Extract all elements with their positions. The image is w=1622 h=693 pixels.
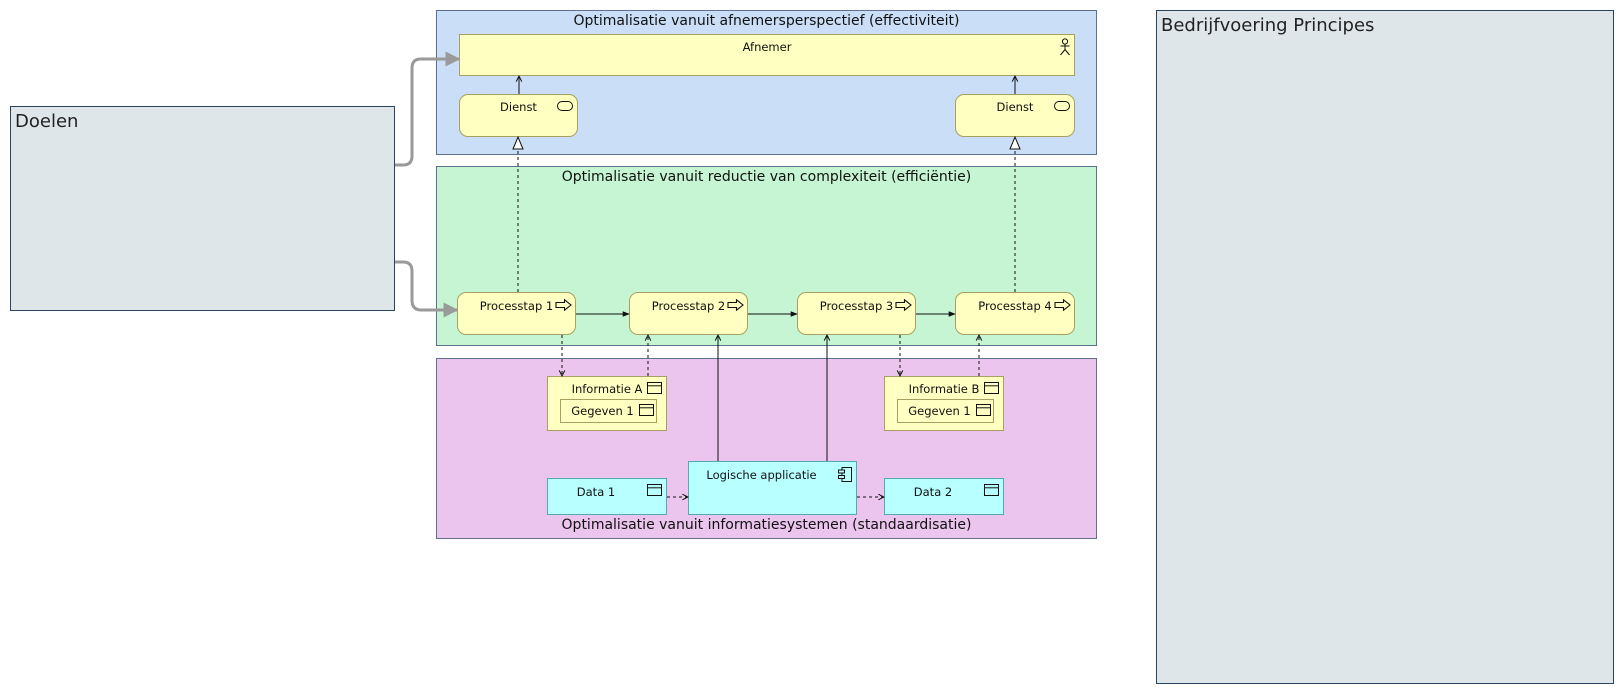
process-step-4[interactable]: Processtap 4 [955,292,1075,335]
service-dienst-left[interactable]: Dienst [459,94,578,137]
data-object-icon [984,484,999,496]
business-object-icon [647,382,662,394]
service-icon [1054,101,1070,111]
service-icon [557,101,573,111]
actor-label: Afnemer [742,40,792,54]
process-step-1[interactable]: Processtap 1 [457,292,576,335]
service-right-label: Dienst [996,100,1034,114]
process-4-label: Processtap 4 [978,299,1052,313]
business-object-icon [639,404,654,416]
data-1-label: Data 1 [576,485,616,499]
actor-afnemer[interactable]: Afnemer [459,34,1075,76]
group-consumer-title: Optimalisatie vanuit afnemersperspectief… [573,13,960,29]
goals-title: Doelen [15,111,79,132]
info-b-label: Informatie B [908,382,980,396]
data-object-icon [647,484,662,496]
application-component-logische-applicatie[interactable]: Logische applicatie [688,461,857,515]
process-3-label: Processtap 3 [819,299,894,313]
process-arrow-icon [727,299,744,311]
principles-panel[interactable]: Bedrijfvoering Principes [1156,10,1614,684]
business-object-gegeven-1[interactable]: Gegeven 1 [560,399,657,423]
process-step-2[interactable]: Processtap 2 [629,292,748,335]
info-a-child-label: Gegeven 1 [571,404,634,418]
goals-panel[interactable]: Doelen [10,106,395,311]
group-infosys-title: Optimalisatie vanuit informatiesystemen … [561,517,972,533]
principles-title: Bedrijfvoering Principes [1161,15,1375,36]
business-object-informatie-b[interactable]: Informatie B Gegeven 1 [884,376,1004,431]
business-object-icon [976,404,991,416]
actor-icon [1060,38,1070,56]
process-step-3[interactable]: Processtap 3 [797,292,916,335]
service-dienst-right[interactable]: Dienst [955,94,1075,137]
process-arrow-icon [555,299,572,311]
info-a-label: Informatie A [571,382,643,396]
business-object-icon [984,382,999,394]
process-1-label: Processtap 1 [479,299,554,313]
logical-app-label: Logische applicatie [706,468,817,482]
data-object-data-2[interactable]: Data 2 [884,478,1004,515]
service-left-label: Dienst [500,100,537,114]
info-b-child-label: Gegeven 1 [908,404,971,418]
group-process-title: Optimalisatie vanuit reductie van comple… [561,169,972,185]
application-component-icon [838,467,852,482]
process-arrow-icon [1054,299,1071,311]
business-object-gegeven-1[interactable]: Gegeven 1 [897,399,994,423]
process-arrow-icon [895,299,912,311]
process-2-label: Processtap 2 [651,299,726,313]
business-object-informatie-a[interactable]: Informatie A Gegeven 1 [547,376,667,431]
data-2-label: Data 2 [913,485,953,499]
data-object-data-1[interactable]: Data 1 [547,478,667,515]
